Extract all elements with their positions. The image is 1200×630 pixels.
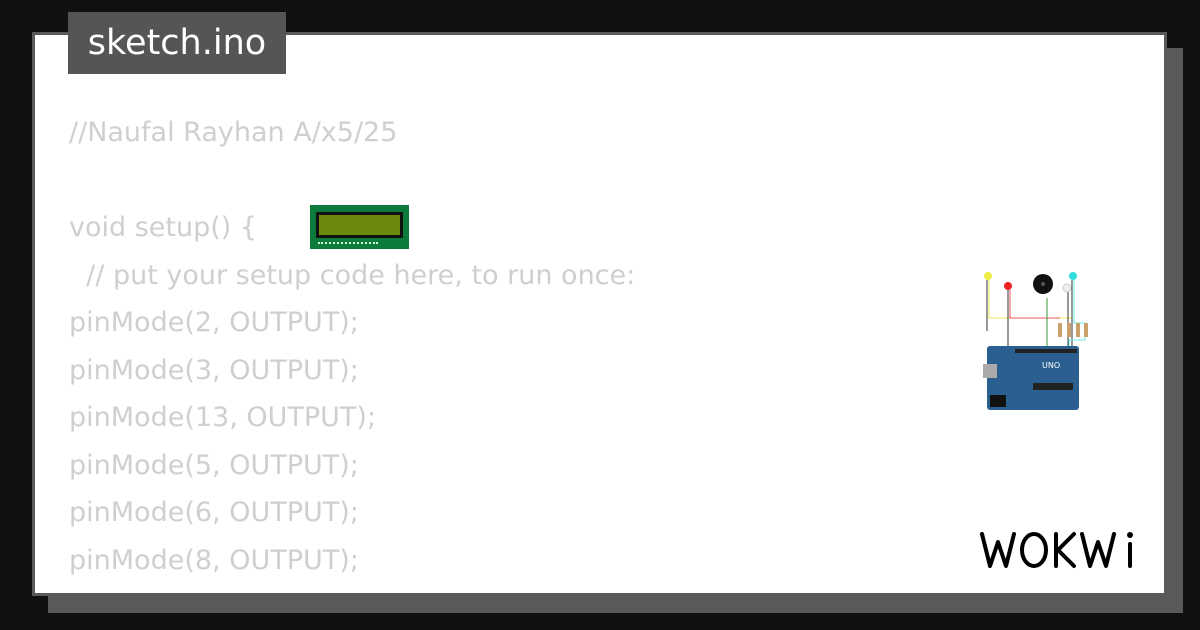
code-line: pinMode(3, OUTPUT); (69, 354, 359, 386)
code-preview: //Naufal Rayhan A/x5/25 void setup() { /… (69, 109, 636, 593)
lcd-pins (318, 242, 378, 247)
led-white (1062, 283, 1072, 293)
arduino-uno-board (987, 346, 1079, 410)
lcd-display (310, 205, 409, 249)
lcd-bezel (316, 212, 403, 238)
led-cyan (1069, 272, 1077, 280)
code-line: pinMode(9, OUTPUT); (69, 584, 635, 593)
file-tab: sketch.ino (68, 12, 286, 74)
code-line: pinMode(8, OUTPUT); (69, 544, 359, 576)
arduino-circuit: UNO (983, 272, 1088, 410)
code-line: pinMode(6, OUTPUT); (69, 497, 359, 528)
code-line: //Naufal Rayhan A/x5/25 (69, 117, 398, 148)
lcd-screen (319, 215, 400, 235)
resistors (1058, 323, 1088, 337)
code-line: pinMode(5, OUTPUT); (69, 449, 359, 481)
led-yellow (984, 272, 992, 280)
svg-text:UNO: UNO (1042, 361, 1060, 370)
code-line: pinMode(2, OUTPUT); (69, 307, 359, 338)
code-line: pinMode(13, OUTPUT); (69, 402, 377, 433)
code-line: // put your setup code here, to run once… (69, 259, 636, 291)
preview-card: //Naufal Rayhan A/x5/25 void setup() { /… (32, 32, 1167, 596)
led-red (1004, 282, 1012, 290)
wokwi-logo (980, 532, 1133, 568)
code-line (69, 157, 635, 205)
code-line: void setup() { (69, 212, 258, 243)
wires (986, 280, 1086, 348)
